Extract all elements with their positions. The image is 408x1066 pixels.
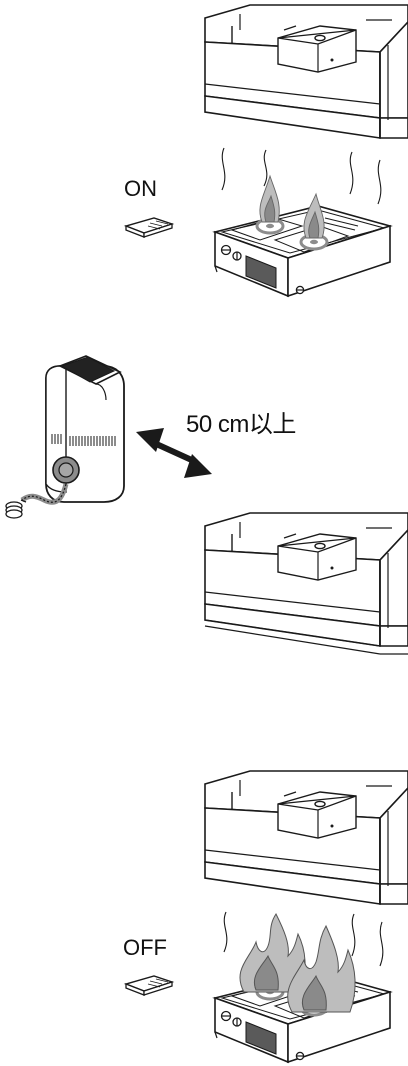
range-hood-icon [204, 770, 408, 905]
range-hood-icon [204, 4, 408, 139]
off-label: OFF [123, 935, 167, 960]
hood-bottom-rim [204, 619, 408, 655]
panel-off [125, 770, 408, 1064]
remote-control-icon [125, 975, 173, 996]
flame-icon [259, 174, 325, 239]
heat-waves [221, 147, 382, 205]
on-label: ON [124, 176, 157, 201]
heat-waves [223, 911, 384, 967]
distance-label: 50 cm以上 [186, 411, 296, 438]
detector-device-icon [5, 355, 125, 519]
gas-stove-icon [213, 204, 392, 298]
panel-distance [5, 355, 408, 655]
panel-on [125, 4, 408, 298]
range-hood-icon [204, 512, 408, 647]
flame-icon [239, 913, 356, 1013]
double-arrow-icon [136, 428, 212, 478]
remote-control-icon [125, 217, 173, 238]
